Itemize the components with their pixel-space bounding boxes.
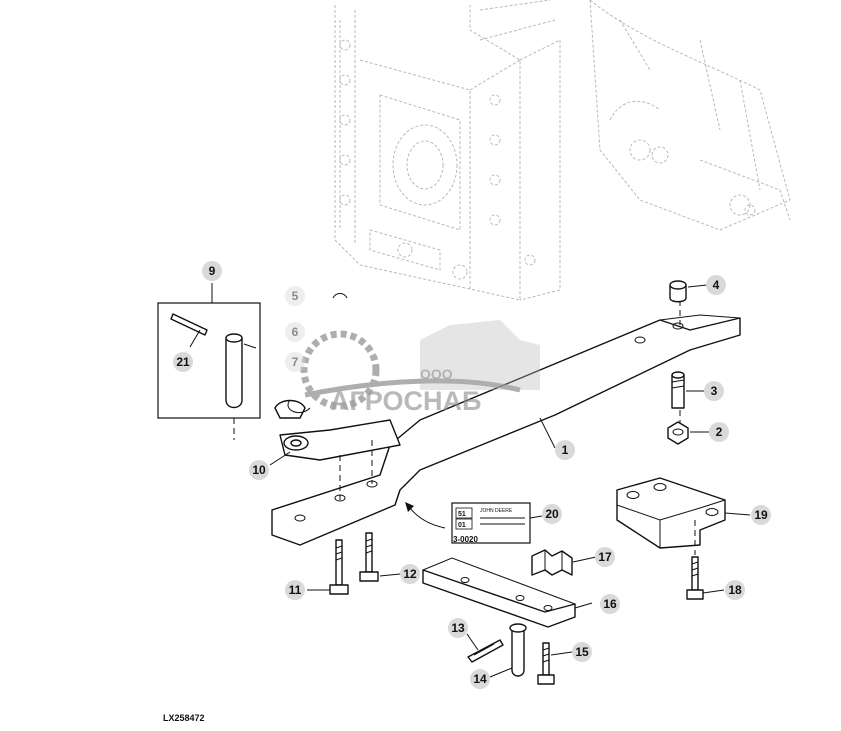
callout-label: 6 bbox=[292, 325, 299, 339]
decal-rating-mid: 01 bbox=[458, 522, 466, 529]
callout-9: 9 bbox=[202, 261, 222, 281]
bolt-15 bbox=[537, 642, 555, 685]
callout-18: 18 bbox=[725, 580, 745, 600]
callout-label: 16 bbox=[603, 597, 617, 611]
pin-inset-box bbox=[157, 283, 261, 440]
callout-label: 4 bbox=[713, 278, 720, 292]
drawing-id: LX258472 bbox=[163, 713, 205, 723]
callout-16: 16 bbox=[600, 594, 620, 614]
small-parts-5-6-7 bbox=[287, 293, 348, 413]
wear-plate bbox=[422, 557, 576, 628]
callout-2: 2 bbox=[709, 422, 729, 442]
clip bbox=[531, 549, 573, 576]
tractor-housing-background bbox=[334, 0, 791, 301]
callout-label: 19 bbox=[754, 508, 768, 522]
callout-label: 17 bbox=[598, 550, 612, 564]
callout-13: 13 bbox=[448, 618, 468, 638]
support-bracket bbox=[616, 477, 726, 555]
callout-20: 20 bbox=[542, 504, 562, 524]
callout-label: 20 bbox=[545, 507, 559, 521]
callout-label: 14 bbox=[473, 672, 487, 686]
callout-label: 11 bbox=[289, 583, 302, 597]
drawbar bbox=[271, 300, 741, 546]
decal-part-code: 3-0020 bbox=[453, 535, 478, 544]
callout-3: 3 bbox=[704, 381, 724, 401]
leader-lines bbox=[269, 284, 751, 678]
callout-label: 10 bbox=[252, 463, 266, 477]
company-watermark: ООО АГРОСНАБ bbox=[300, 320, 540, 416]
callout-10: 10 bbox=[249, 460, 269, 480]
decal-rating-top: 51 bbox=[458, 511, 466, 518]
bolt-11 bbox=[329, 539, 349, 595]
callout-6: 6 bbox=[285, 322, 305, 342]
callout-12: 12 bbox=[400, 564, 420, 584]
callout-label: 15 bbox=[575, 645, 589, 659]
pin-14 bbox=[509, 623, 527, 677]
watermark-name: АГРОСНАБ bbox=[330, 386, 481, 416]
nut-2 bbox=[667, 421, 689, 445]
callout-7: 7 bbox=[285, 352, 305, 372]
watermark-prefix: ООО bbox=[420, 366, 453, 382]
callout-label: 2 bbox=[716, 425, 723, 439]
callout-5: 5 bbox=[285, 286, 305, 306]
callout-17: 17 bbox=[595, 547, 615, 567]
decal-brand: JOHN DEERE bbox=[480, 508, 513, 514]
callout-label: 9 bbox=[209, 264, 216, 278]
callout-label: 21 bbox=[176, 355, 190, 369]
decal: 51 01 JOHN DEERE 3-0020 bbox=[405, 502, 531, 544]
callout-label: 7 bbox=[292, 355, 299, 369]
callout-label: 1 bbox=[562, 443, 569, 457]
stud-3 bbox=[671, 371, 685, 409]
callout-15: 15 bbox=[572, 642, 592, 662]
callout-11: 11 bbox=[285, 580, 305, 600]
bolt-18 bbox=[686, 556, 704, 600]
callout-14: 14 bbox=[470, 669, 490, 689]
callout-label: 13 bbox=[451, 621, 465, 635]
callout-1: 1 bbox=[555, 440, 575, 460]
callout-19: 19 bbox=[751, 505, 771, 525]
callout-4: 4 bbox=[706, 275, 726, 295]
callout-label: 3 bbox=[711, 384, 718, 398]
callout-21: 21 bbox=[173, 352, 193, 372]
bolt-12 bbox=[359, 532, 379, 582]
callout-label: 5 bbox=[292, 289, 299, 303]
bushing-4 bbox=[669, 280, 687, 303]
cotter-pin bbox=[467, 639, 504, 663]
callout-label: 18 bbox=[728, 583, 742, 597]
callout-label: 12 bbox=[403, 567, 417, 581]
